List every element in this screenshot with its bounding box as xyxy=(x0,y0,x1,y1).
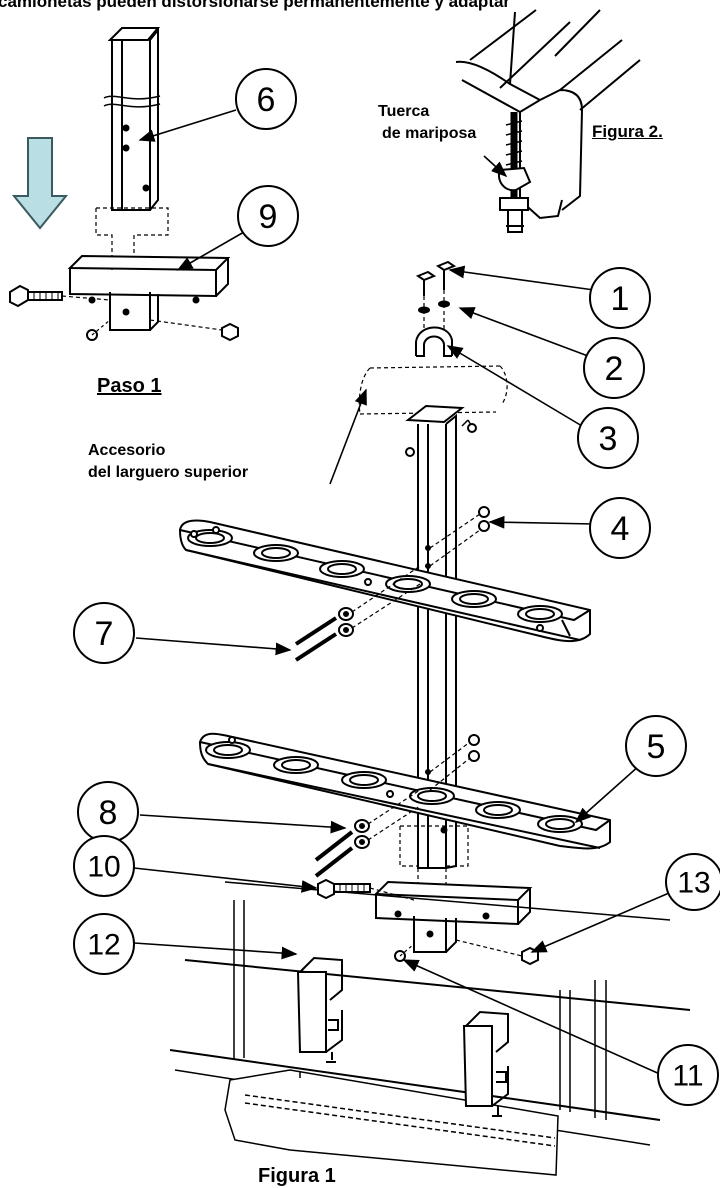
leader-accesorio xyxy=(329,388,367,485)
post-6-drawing xyxy=(103,27,161,211)
lower-rack-drawing xyxy=(198,732,611,850)
callout-circle-13 xyxy=(665,853,720,911)
callout-8: 8 xyxy=(99,794,118,832)
clamp-figure2-drawing xyxy=(455,9,641,233)
callout-circle-3 xyxy=(577,407,639,469)
callout-circles xyxy=(73,68,720,1106)
callout-circle-4 xyxy=(589,497,651,559)
leader-10 xyxy=(133,867,318,893)
leader-13 xyxy=(530,889,677,953)
callout-circle-2 xyxy=(583,337,645,399)
callout-2: 2 xyxy=(605,350,624,388)
tuerca-label-line1: Tuerca xyxy=(378,103,430,120)
accesorio-label-line1: Accesorio xyxy=(88,442,166,459)
leader-6 xyxy=(138,109,237,142)
callout-12: 12 xyxy=(87,929,120,962)
truck-rails-drawing xyxy=(169,881,691,1176)
bracket-lower-drawing xyxy=(317,878,539,966)
callout-1: 1 xyxy=(611,280,630,318)
callout-circle-5 xyxy=(625,715,687,777)
callout-3: 3 xyxy=(599,420,618,458)
leader-4 xyxy=(488,515,595,529)
callout-13: 13 xyxy=(677,867,710,900)
callout-circle-11 xyxy=(657,1044,719,1106)
leader-1 xyxy=(448,265,595,291)
header-text: camionetas pueden distorsionarse permane… xyxy=(0,0,511,11)
leader-tuerca xyxy=(483,155,508,178)
callout-circle-6 xyxy=(235,68,297,130)
callout-9: 9 xyxy=(259,198,278,236)
leader-2 xyxy=(458,307,589,357)
callout-circle-9 xyxy=(237,185,299,247)
paso1-label: Paso 1 xyxy=(97,375,162,397)
callout-circle-12 xyxy=(73,913,135,975)
callout-4: 4 xyxy=(611,510,630,548)
callout-circle-7 xyxy=(73,602,135,664)
upper-rack-drawing xyxy=(178,519,591,642)
leader-8 xyxy=(139,814,347,834)
leader-9 xyxy=(176,231,245,271)
leader-5 xyxy=(574,764,641,824)
bracket-9-drawing xyxy=(9,254,239,342)
callout-6: 6 xyxy=(257,81,276,119)
leader-7 xyxy=(135,637,292,656)
callout-11: 11 xyxy=(672,1060,703,1093)
leader-lines xyxy=(133,109,677,1076)
saddle-3-drawing xyxy=(415,326,453,357)
leader-12 xyxy=(133,942,298,960)
callout-circle-1 xyxy=(589,267,651,329)
down-arrow-icon xyxy=(11,137,69,230)
figura2-label: Figura 2. xyxy=(592,122,663,141)
clamp-12-left-drawing xyxy=(296,956,343,1063)
clamp-12-right-drawing xyxy=(462,1010,509,1117)
bolts-8-drawing xyxy=(314,789,421,878)
accesorio-label-line2: del larguero superior xyxy=(88,464,249,481)
bolts-1-drawing xyxy=(415,260,457,340)
callout-circle-10 xyxy=(73,835,135,897)
leader-3 xyxy=(446,345,583,427)
callout-7: 7 xyxy=(95,615,114,653)
leader-11 xyxy=(402,959,663,1076)
bolts-7-drawing xyxy=(294,565,421,662)
callout-10: 10 xyxy=(87,851,120,884)
callout-5: 5 xyxy=(647,728,666,766)
tuerca-label-line2: de mariposa xyxy=(382,125,477,142)
